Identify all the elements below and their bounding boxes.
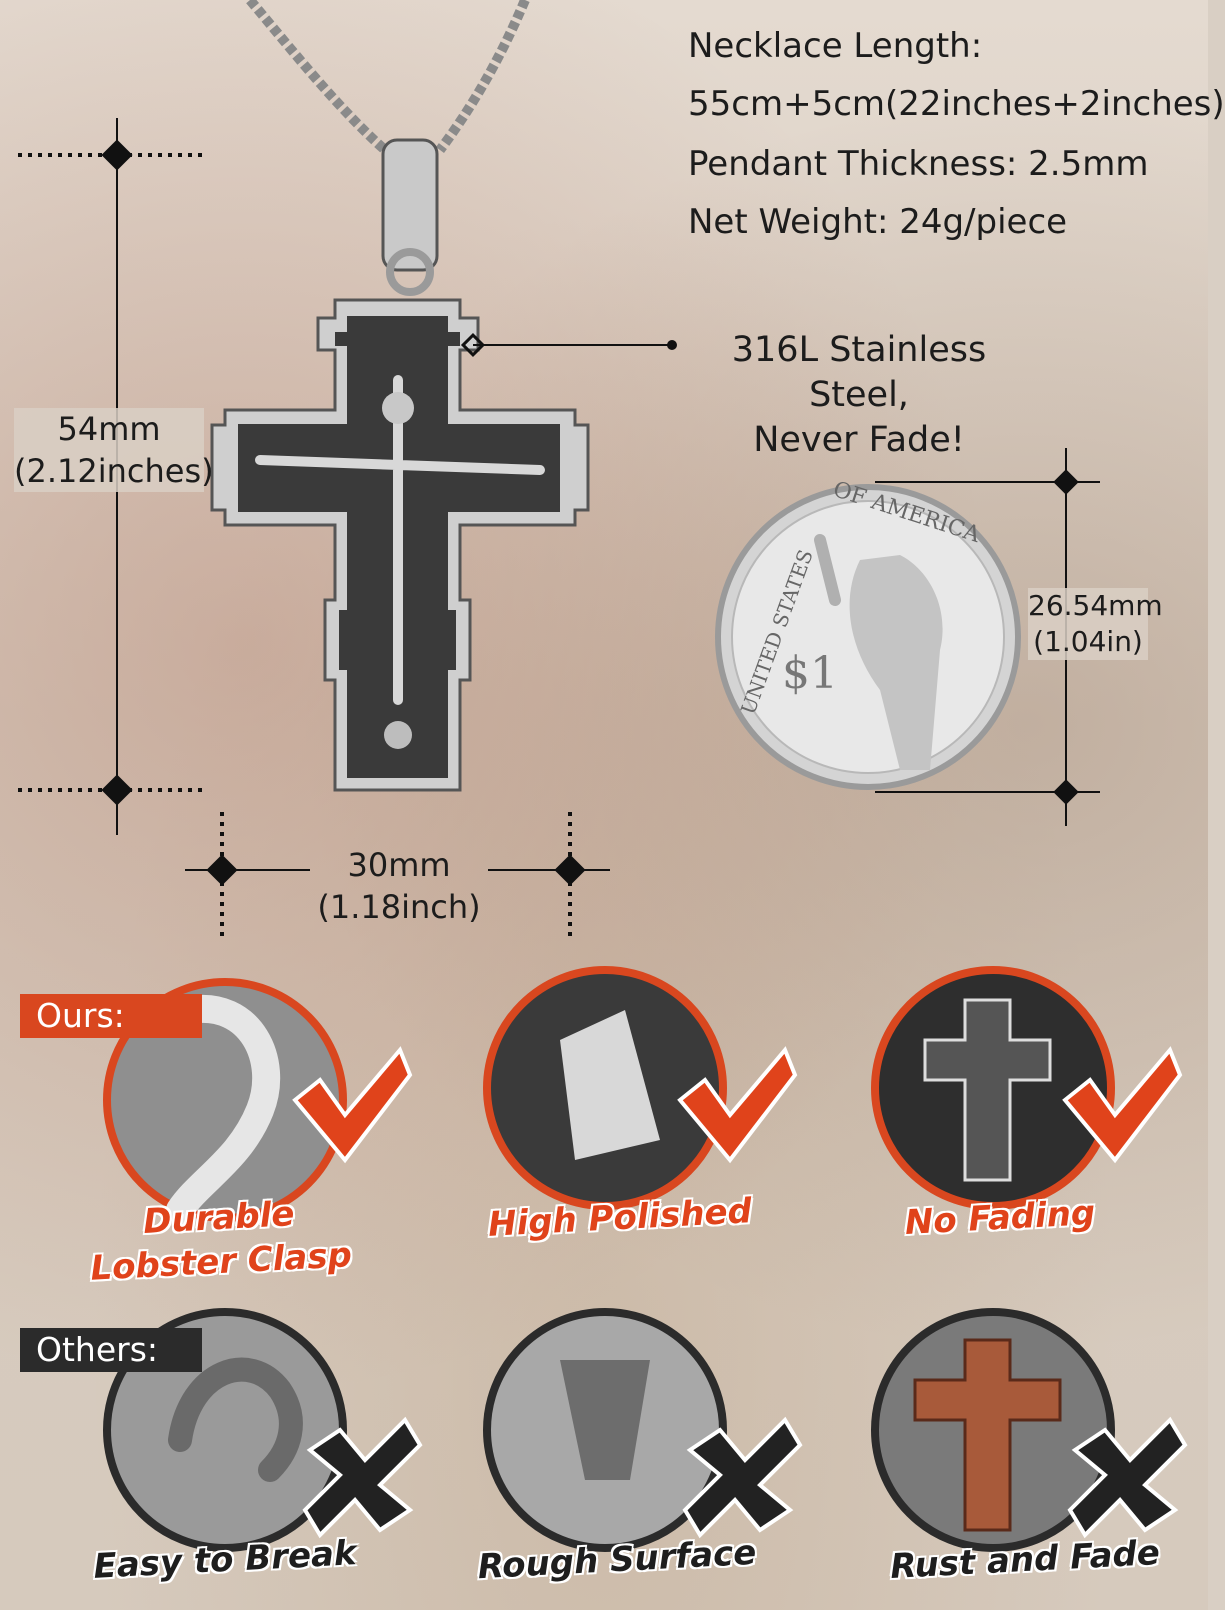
ours-label: Ours: (20, 994, 202, 1038)
coin-mm: 26.54mm (1028, 589, 1163, 622)
chain-icon (246, 0, 530, 154)
width-mm: 30mm (347, 846, 451, 884)
orthodox-cross-icon (210, 298, 590, 792)
spec-net-weight: Net Weight: 24g/piece (688, 202, 1068, 242)
feature-durable-lobster-clasp: Durable Lobster Clasp (58, 1188, 382, 1293)
width-dimension-label: 30mm (1.18inch) (310, 844, 488, 928)
coin-inch: (1.04in) (1033, 625, 1143, 658)
material-callout-line (460, 332, 677, 358)
spec-necklace-length-label: Necklace Length: (688, 26, 983, 66)
coin-value: $1 (782, 648, 838, 699)
check-mark-icons (292, 1046, 1183, 1164)
width-inch: (1.18inch) (317, 888, 481, 926)
ours-detail-circles (103, 966, 1115, 1224)
x-mark-icons (302, 1416, 1188, 1539)
coin-dimension-label: 26.54mm (1.04in) (1028, 588, 1163, 660)
width-dimension-lines (185, 812, 610, 940)
spec-pendant-thickness: Pendant Thickness: 2.5mm (688, 144, 1149, 184)
bail-icon (381, 138, 439, 296)
dollar-coin-icon (715, 484, 1021, 790)
others-detail-circles (103, 1308, 1115, 1552)
material-callout: 316L Stainless Steel, Never Fade! (694, 328, 1024, 463)
height-mm: 54mm (57, 410, 161, 448)
material-line1: 316L Stainless Steel, (731, 330, 987, 415)
material-line2: Never Fade! (753, 420, 965, 460)
height-dimension-label: 54mm (2.12inches) (14, 408, 214, 492)
height-inch: (2.12inches) (14, 452, 214, 490)
others-label: Others: (20, 1328, 202, 1372)
spec-necklace-length-value: 55cm+5cm(22inches+2inches) (688, 84, 1225, 124)
